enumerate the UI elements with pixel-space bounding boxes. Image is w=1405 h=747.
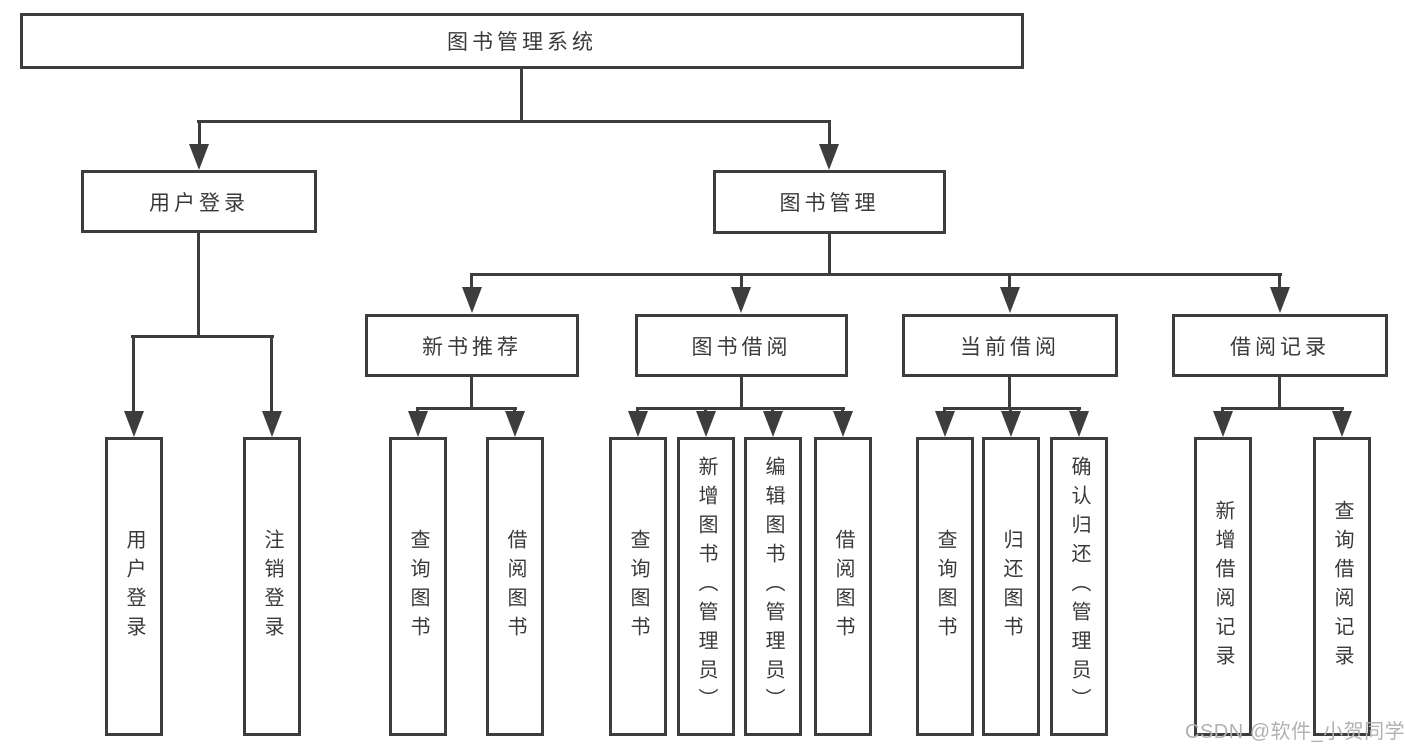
node-book-management: 图书管理 (713, 170, 946, 234)
leaf-return-books: 归还图书 (982, 437, 1040, 736)
connector-newrec-rail (417, 407, 517, 410)
arrow-down-icon (262, 411, 282, 437)
arrow-down-icon (505, 411, 525, 437)
connector-root-stem (520, 69, 523, 123)
arrow-down-icon (124, 411, 144, 437)
arrow-down-icon (1332, 411, 1352, 437)
connector-newrec-stem (470, 377, 473, 410)
connector-stem (198, 120, 201, 146)
leaf-borrow-books-recommend: 借阅图书 (486, 437, 544, 736)
connector-stem (1008, 273, 1011, 289)
connector-records-stem (1278, 377, 1281, 410)
arrow-down-icon (1000, 287, 1020, 313)
node-user-login: 用户登录 (81, 170, 317, 233)
node-root-label: 图书管理系统 (447, 31, 597, 54)
arrow-down-icon (1069, 411, 1089, 437)
leaf-logout: 注销登录 (243, 437, 301, 736)
leaf-add-books-admin: 新增图书（管理员） (677, 437, 735, 736)
connector-records-rail (1222, 407, 1344, 410)
connector-userlogin-rail (131, 335, 274, 338)
connector-stem (828, 120, 831, 146)
leaf-label: 借阅图书 (504, 528, 526, 645)
node-book-borrowing: 图书借阅 (635, 314, 848, 377)
connector-stem (132, 335, 135, 413)
leaf-label: 新增图书（管理员） (695, 456, 717, 717)
connector-stem (270, 335, 273, 413)
connector-stem (1278, 273, 1281, 289)
connector-current-stem (1008, 377, 1011, 410)
connector-borrow-rail (637, 407, 845, 410)
node-new-book-recommend-label: 新书推荐 (422, 335, 522, 359)
leaf-edit-books-admin: 编辑图书（管理员） (744, 437, 802, 736)
leaf-label: 查询图书 (627, 528, 649, 645)
node-borrowing-records: 借阅记录 (1172, 314, 1388, 377)
arrow-down-icon (1213, 411, 1233, 437)
connector-stem (470, 273, 473, 289)
node-new-book-recommend: 新书推荐 (365, 314, 579, 377)
leaf-label: 归还图书 (1000, 528, 1022, 645)
connector-current-rail (944, 407, 1081, 410)
leaf-user-login: 用户登录 (105, 437, 163, 736)
arrow-down-icon (763, 411, 783, 437)
leaf-label: 确认归还（管理员） (1068, 456, 1090, 717)
node-current-borrowing: 当前借阅 (902, 314, 1118, 377)
leaf-label: 新增借阅记录 (1212, 499, 1234, 674)
connector-bookmgmt-rail (470, 273, 1282, 276)
node-root: 图书管理系统 (20, 13, 1024, 69)
arrow-down-icon (189, 144, 209, 170)
leaf-label: 查询图书 (407, 528, 429, 645)
leaf-label: 注销登录 (261, 528, 283, 645)
arrow-down-icon (731, 287, 751, 313)
arrow-down-icon (833, 411, 853, 437)
leaf-query-borrow-record: 查询借阅记录 (1313, 437, 1371, 736)
leaf-label: 查询借阅记录 (1331, 499, 1353, 674)
leaf-label: 编辑图书（管理员） (762, 456, 784, 717)
leaf-label: 借阅图书 (832, 528, 854, 645)
arrow-down-icon (408, 411, 428, 437)
arrow-down-icon (1270, 287, 1290, 313)
leaf-confirm-return-admin: 确认归还（管理员） (1050, 437, 1108, 736)
connector-bookmgmt-stem (828, 233, 831, 276)
leaf-add-borrow-record: 新增借阅记录 (1194, 437, 1252, 736)
arrow-down-icon (935, 411, 955, 437)
connector-borrow-stem (740, 377, 743, 410)
node-borrowing-records-label: 借阅记录 (1230, 335, 1330, 359)
arrow-down-icon (1001, 411, 1021, 437)
node-book-management-label: 图书管理 (779, 192, 880, 215)
connector-stem (740, 273, 743, 289)
arrow-down-icon (819, 144, 839, 170)
node-book-borrowing-label: 图书借阅 (691, 335, 792, 359)
leaf-query-books-current: 查询图书 (916, 437, 974, 736)
watermark: CSDN @软件_小贺同学 (1185, 721, 1405, 743)
leaf-query-books-borrowing: 查询图书 (609, 437, 667, 736)
arrow-down-icon (462, 287, 482, 313)
arrow-down-icon (628, 411, 648, 437)
leaf-borrow-books: 借阅图书 (814, 437, 872, 736)
connector-userlogin-stem (197, 233, 200, 338)
leaf-query-books-recommend: 查询图书 (389, 437, 447, 736)
leaf-label: 查询图书 (934, 528, 956, 645)
node-current-borrowing-label: 当前借阅 (960, 335, 1060, 359)
arrow-down-icon (696, 411, 716, 437)
leaf-label: 用户登录 (123, 528, 145, 645)
connector-root-rail (197, 120, 831, 123)
node-user-login-label: 用户登录 (149, 191, 249, 215)
